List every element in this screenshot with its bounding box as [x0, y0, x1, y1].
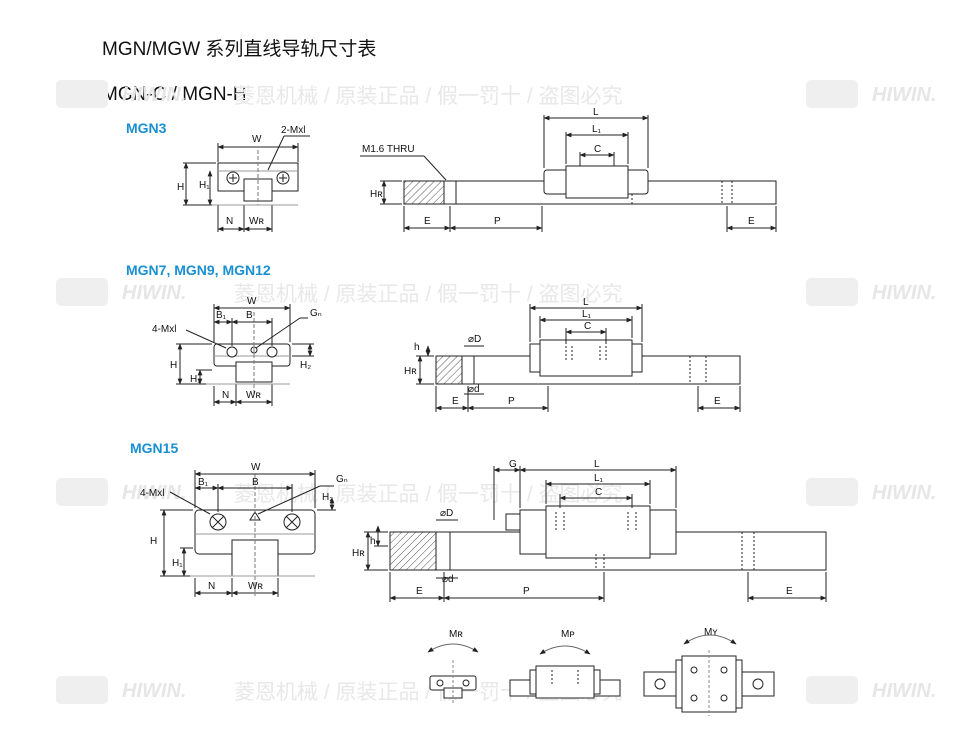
dim-l: L — [594, 459, 600, 470]
dim-b1: B₁ — [216, 310, 227, 321]
dim-e-left: E — [452, 396, 459, 407]
section-title-mgn15: MGN15 — [130, 440, 179, 456]
moment-mp-label: Mᴘ — [561, 629, 575, 640]
dim-mount: 4-Mxl — [152, 324, 176, 335]
dim-h2: H₂ — [322, 492, 333, 503]
dim-h1: H₁ — [199, 180, 210, 191]
dim-e-right: E — [714, 396, 721, 407]
dim-e-left: E — [416, 586, 423, 597]
watermark-row-1: HIWIN. 菱恩机械 / 原装正品 / 假一罚十 / 盗图必究 HIWIN. — [56, 80, 936, 108]
watermark-logo — [56, 278, 108, 306]
dim-h-small: h — [414, 342, 420, 353]
dim-wr: Wʀ — [248, 581, 263, 592]
mgn7-side-view — [416, 304, 741, 412]
dim-c: C — [594, 144, 601, 155]
dim-b1: B₁ — [198, 477, 209, 488]
mount-hole-icon — [226, 346, 238, 358]
watermark-row-4: HIWIN. 菱恩机械 / 原装正品 / 假一罚十 / 盗图必究 HIWIN. — [56, 676, 936, 704]
dim-e-right: E — [748, 216, 755, 227]
watermark-row-2: HIWIN. 菱恩机械 / 原装正品 / 假一罚十 / 盗图必究 HIWIN. — [56, 278, 936, 306]
dim-d-small: ⌀d — [468, 384, 480, 395]
moment-mr-diagram — [427, 643, 479, 704]
moment-mp-diagram — [509, 645, 621, 699]
dim-mount: 2-Mxl — [281, 125, 305, 136]
watermark-brand: HIWIN. — [872, 282, 936, 304]
watermark-brand: HIWIN. — [122, 84, 186, 106]
watermark-logo — [56, 478, 108, 506]
dim-l1: L₁ — [594, 473, 604, 484]
watermark-logo — [806, 80, 858, 108]
dim-b: B — [246, 310, 253, 321]
mount-hole-icon — [266, 346, 278, 358]
mgn15-side-view — [364, 466, 827, 602]
mgn7-front-view — [176, 304, 314, 406]
dim-wr: Wʀ — [246, 390, 261, 401]
dim-l: L — [593, 107, 599, 118]
dim-p: P — [523, 586, 530, 597]
dim-n: N — [222, 390, 229, 401]
dim-thru: M1.6 THRU — [362, 144, 415, 155]
dim-d: ⌀D — [468, 334, 481, 345]
watermark-brand: HIWIN. — [122, 282, 186, 304]
mgn15-front-view — [160, 470, 336, 597]
dim-w: W — [247, 296, 257, 307]
dim-h1: H₁ — [172, 558, 183, 569]
mgn3-front-view — [183, 135, 310, 232]
watermark-text: 菱恩机械 / 原装正品 / 假一罚十 / 盗图必究 — [234, 283, 623, 306]
watermark-logo — [806, 278, 858, 306]
dim-p: P — [494, 216, 501, 227]
moment-mr-label: Mʀ — [449, 629, 463, 640]
dim-h: H — [177, 182, 184, 193]
dim-l: L — [583, 297, 589, 308]
dim-w: W — [252, 134, 262, 145]
dim-l1: L₁ — [582, 309, 592, 320]
dim-gn: Gₙ — [336, 474, 348, 485]
page-title: MGN/MGW 系列直线导轨尺寸表 — [102, 39, 377, 60]
dim-wr: Wʀ — [249, 216, 264, 227]
watermark-logo — [806, 676, 858, 704]
dim-h: H — [170, 360, 177, 371]
dim-b: B — [252, 477, 259, 488]
dim-n: N — [226, 216, 233, 227]
dim-e-left: E — [424, 216, 431, 227]
dim-c: C — [595, 487, 602, 498]
dim-mount: 4-Mxl — [140, 488, 164, 499]
moment-my-diagram — [643, 634, 775, 716]
dim-hr: Hʀ — [370, 189, 383, 200]
watermark-brand: HIWIN. — [122, 482, 186, 504]
dim-p: P — [508, 396, 515, 407]
watermark-logo — [56, 676, 108, 704]
section-title-mgn7: MGN7, MGN9, MGN12 — [126, 262, 271, 278]
dim-w: W — [251, 462, 261, 473]
watermark-brand: HIWIN. — [122, 680, 186, 702]
page-subtitle: MGN-C / MGN-H — [102, 84, 247, 105]
watermark-logo — [806, 478, 858, 506]
watermark-logo — [56, 80, 108, 108]
dim-h-small: h — [370, 536, 376, 547]
dim-e-right: E — [786, 586, 793, 597]
watermark-brand: HIWIN. — [872, 84, 936, 106]
dim-c: C — [584, 321, 591, 332]
watermark-text: 菱恩机械 / 原装正品 / 假一罚十 / 盗图必究 — [234, 85, 623, 108]
dim-d-small: ⌀d — [442, 574, 454, 585]
watermark-brand: HIWIN. — [872, 680, 936, 702]
watermark-brand: HIWIN. — [872, 482, 936, 504]
dim-n: N — [208, 581, 215, 592]
dim-gn: Gₙ — [310, 308, 322, 319]
mgn3-side-view — [360, 115, 777, 232]
dim-l1: L₁ — [592, 124, 602, 135]
dim-h2: H₂ — [300, 360, 311, 371]
moment-my-label: Mʏ — [704, 627, 718, 638]
section-title-mgn3: MGN3 — [126, 120, 167, 136]
dim-h: H — [150, 536, 157, 547]
dim-g: G — [509, 459, 517, 470]
dim-hr: Hʀ — [352, 548, 365, 559]
dim-hr: Hʀ — [404, 366, 417, 377]
dim-h1: H₁ — [190, 374, 201, 385]
dim-d: ⌀D — [440, 508, 453, 519]
